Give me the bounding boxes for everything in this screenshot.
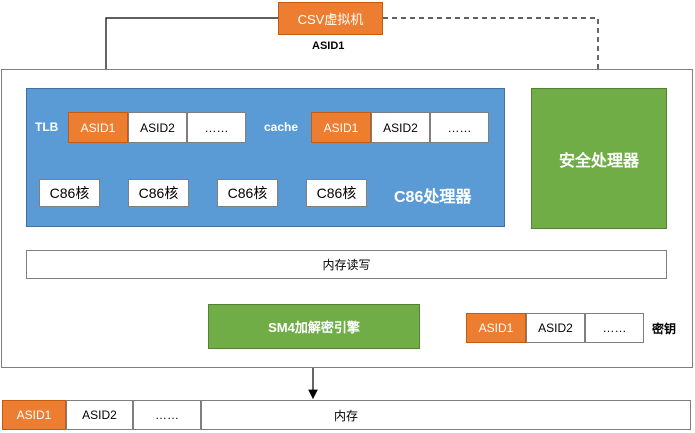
tlb-entry-more: ……	[187, 112, 246, 143]
csv-vm-label: CSV虚拟机	[297, 12, 364, 27]
sm4-engine-label: SM4加解密引擎	[268, 320, 360, 335]
cache-label: cache	[264, 120, 299, 134]
cache-entry-asid2: ASID2	[371, 112, 430, 143]
memory-entry-asid1: ASID1	[2, 400, 66, 430]
vm-to-c86-arrow	[101, 17, 278, 88]
cache-entry-more: ……	[430, 112, 489, 143]
memory-rw-label: 内存读写	[322, 258, 371, 272]
csv-vm-asid-label: ASID1	[312, 40, 345, 52]
keys-label: 密钥	[652, 322, 677, 336]
c86-core: C86核	[39, 179, 100, 207]
memory-entry-more: ……	[133, 400, 201, 430]
secure-processor-label: 安全处理器	[558, 152, 639, 170]
cache-entry-asid1: ASID1	[311, 112, 371, 143]
memory-bar: 内存	[201, 400, 691, 430]
c86-core: C86核	[128, 179, 189, 207]
c86-processor-label: C86处理器	[394, 189, 472, 206]
c86-core: C86核	[306, 179, 367, 207]
secure-processor-box: 安全处理器	[531, 88, 667, 229]
key-entry-more: ……	[585, 313, 644, 343]
c86-core: C86核	[217, 179, 278, 207]
csv-vm-box: CSV虚拟机	[278, 2, 383, 35]
memory-label: 内存	[333, 408, 358, 423]
key-entry-asid2: ASID2	[526, 313, 585, 343]
tlb-label: TLB	[35, 120, 59, 134]
memory-entry-asid2: ASID2	[66, 400, 133, 430]
memory-rw-bar: 内存读写	[26, 250, 667, 279]
tlb-entry-asid1: ASID1	[68, 112, 128, 143]
key-entry-asid1: ASID1	[466, 313, 526, 343]
tlb-entry-asid2: ASID2	[128, 112, 187, 143]
sm4-engine-box: SM4加解密引擎	[208, 304, 420, 349]
